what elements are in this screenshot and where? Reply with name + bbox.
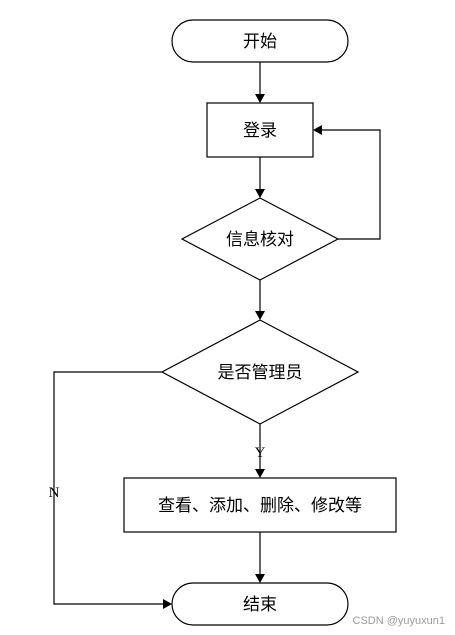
start-node: 开始	[171, 19, 349, 63]
end-node: 结束	[171, 582, 349, 626]
arrow-start-to-login	[255, 62, 265, 103]
no-label: N	[49, 485, 60, 501]
arrow-verify-loop-to-login	[313, 125, 381, 240]
arrow-login-to-verify	[255, 157, 265, 198]
operations-node: 查看、添加、删除、修改等	[123, 477, 397, 533]
start-label: 开始	[243, 32, 277, 52]
verify-label: 信息核对	[226, 230, 294, 250]
is-admin-label: 是否管理员	[218, 363, 303, 383]
arrow-operations-to-end	[255, 532, 265, 583]
watermark-text: CSDN @yuyuxun1	[353, 615, 445, 627]
login-node: 登录	[206, 102, 314, 158]
arrow-verify-to-admin	[255, 280, 265, 320]
end-label: 结束	[243, 595, 277, 615]
is-admin-decision: 是否管理员	[160, 319, 360, 425]
verify-decision: 信息核对	[180, 197, 340, 281]
arrow-admin-yes-to-operations: Y	[255, 424, 266, 478]
arrow-admin-no-to-end: N	[49, 371, 172, 609]
yes-label: Y	[255, 445, 266, 461]
login-label: 登录	[243, 121, 277, 141]
operations-label: 查看、添加、删除、修改等	[158, 496, 362, 516]
